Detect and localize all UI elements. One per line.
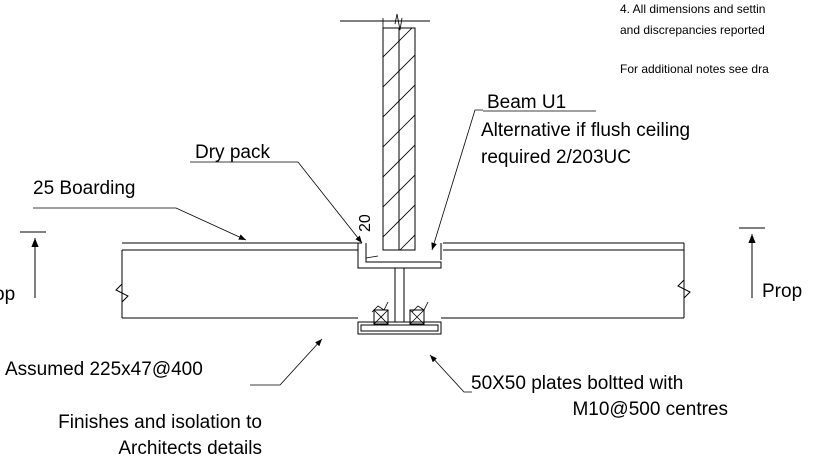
note-line-1: 4. All dimensions and settin: [620, 2, 765, 16]
wall-section: [382, 13, 416, 251]
leader-lines: [33, 109, 596, 393]
prop-right-arrow: [739, 227, 765, 298]
prop-left-label: op: [0, 284, 15, 305]
plates-label-1: 50X50 plates boltted with: [471, 373, 683, 394]
steel-beam: [357, 243, 442, 335]
assumed-label: Assumed 225x47@400: [5, 359, 203, 380]
alternative-label: Alternative if flush ceiling: [481, 120, 690, 141]
note-line-3: For additional notes see dra: [620, 62, 769, 76]
finishes-label-2: Architects details: [118, 438, 262, 459]
note-line-2: and discrepancies reported: [620, 23, 765, 37]
dimension-label: 20: [357, 214, 374, 232]
prop-right-label: Prop: [762, 281, 802, 302]
dry-pack-label: Dry pack: [195, 142, 270, 163]
boarding-label: 25 Boarding: [33, 178, 135, 199]
right-break-mark: [677, 279, 691, 299]
left-break-mark: [115, 283, 129, 303]
joists: [115, 243, 691, 319]
prop-left-arrow: [20, 231, 46, 298]
plates-label-2: M10@500 centres: [572, 399, 728, 420]
floor-boarding: [122, 242, 684, 251]
beam-label: Beam U1: [487, 92, 566, 113]
wall-hatching: [383, 28, 415, 250]
required-label: required 2/203UC: [481, 147, 631, 168]
finishes-label-1: Finishes and isolation to: [58, 412, 262, 433]
